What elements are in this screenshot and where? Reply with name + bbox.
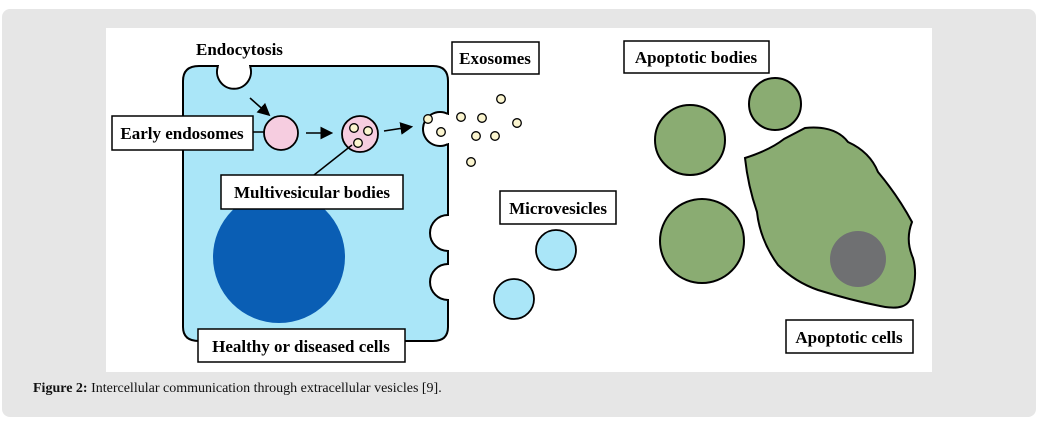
label-healthy-cells: Healthy or diseased cells xyxy=(212,337,390,356)
exosome xyxy=(490,131,500,141)
label-exosomes: Exosomes xyxy=(459,49,531,68)
label-box-microvesicles xyxy=(499,190,617,225)
caption-prefix: Figure 2: xyxy=(33,381,88,396)
label-apoptotic-cells: Apoptotic cells xyxy=(795,328,903,347)
mvb-vesicle xyxy=(349,123,359,133)
apoptotic-cell xyxy=(743,126,917,309)
fusion-vesicle xyxy=(423,114,433,124)
label-microvesicles: Microvesicles xyxy=(509,199,607,218)
label-box-early-endosomes xyxy=(111,115,254,151)
arrow-mvb-to-membrane xyxy=(383,122,414,135)
arrow-endocytosis-to-endosome xyxy=(249,97,271,117)
exosome xyxy=(512,118,522,128)
exosome xyxy=(456,112,466,122)
label-box-healthy-cells xyxy=(197,328,406,363)
exosome xyxy=(466,157,476,167)
leader-mvb xyxy=(313,144,353,176)
label-box-apoptotic-cells xyxy=(785,319,914,354)
nucleus xyxy=(213,191,345,323)
label-box-apoptotic-bodies xyxy=(623,40,770,74)
apoptotic-body xyxy=(748,77,802,131)
mvb-vesicle xyxy=(363,126,373,136)
figure-caption: Figure 2: Intercellular communication th… xyxy=(33,381,442,397)
apoptotic-body xyxy=(654,104,726,176)
microvesicle xyxy=(535,229,577,271)
endocytosis-invagination xyxy=(216,65,252,90)
label-early-endosomes: Early endosomes xyxy=(120,124,244,143)
exosome xyxy=(496,94,506,104)
fusion-vesicle xyxy=(436,127,446,137)
apoptotic-nucleus xyxy=(830,231,886,287)
exosome xyxy=(477,113,487,123)
mvb-vesicle xyxy=(353,138,363,148)
microvesicle xyxy=(493,278,535,320)
caption-text: Intercellular communication through extr… xyxy=(87,381,442,396)
label-box-exosomes xyxy=(451,41,540,75)
label-box-mvb xyxy=(220,174,404,210)
exosome xyxy=(471,131,481,141)
label-endocytosis: Endocytosis xyxy=(196,40,283,59)
apoptotic-body xyxy=(659,198,745,284)
early-endosome xyxy=(263,115,299,151)
label-apoptotic-bodies: Apoptotic bodies xyxy=(635,48,758,67)
label-multivesicular-bodies: Multivesicular bodies xyxy=(234,183,390,202)
